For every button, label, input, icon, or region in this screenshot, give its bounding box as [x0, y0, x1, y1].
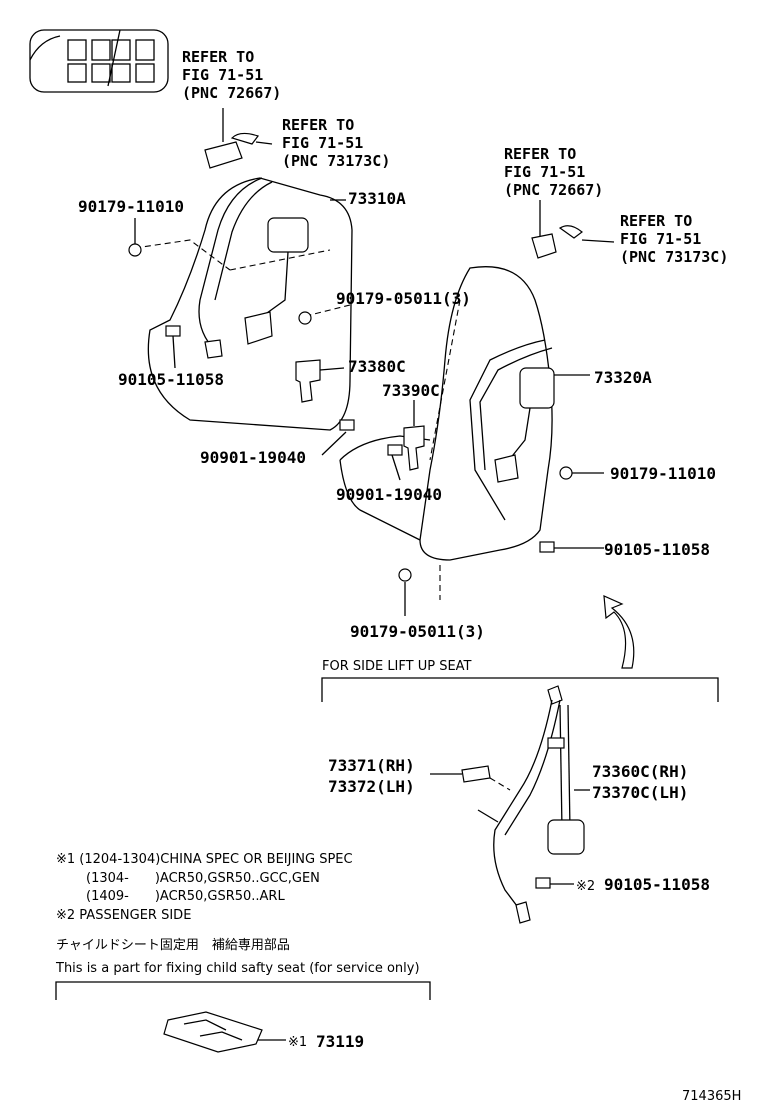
ref-line: FIG 71-51 [504, 163, 585, 181]
note-line: (1304- )ACR50,GSR50..GCC,GEN [86, 871, 320, 886]
ref-line: (PNC 73173C) [282, 152, 390, 170]
bolt-icon [387, 444, 403, 456]
ref-line: (PNC 73173C) [620, 248, 728, 266]
retractor-icon [267, 217, 309, 253]
section-bracket [321, 677, 719, 702]
anchor-plate-icon [244, 311, 273, 345]
part-label-90105-11058: 90105-11058 [118, 370, 224, 389]
ref-line: (PNC 72667) [504, 181, 603, 199]
right-seat-illustration [339, 200, 615, 616]
left-seat-illustration [128, 108, 355, 456]
section-title-jp: チャイルドシート固定用 補給専用部品 [56, 938, 290, 953]
top-cover-icon [531, 233, 557, 259]
ref-line: (PNC 72667) [182, 84, 281, 102]
nut-icon [128, 243, 142, 257]
ref-line: FIG 71-51 [282, 134, 363, 152]
part-label-73360C: 73360C(RH) [592, 762, 688, 781]
refer-to-label-4: REFER TO FIG 71-51 (PNC 73173C) [620, 212, 728, 266]
part-label-90179-05011: 90179-05011(3) [336, 289, 471, 308]
part-label-73371: 73371(RH) [328, 756, 415, 775]
note-line: (1409- )ACR50,GSR50..ARL [86, 889, 285, 904]
vehicle-locator-icon [29, 29, 169, 93]
section-bracket [55, 981, 431, 1000]
part-label-73320A: 73320A [594, 368, 652, 387]
ref-line: REFER TO [282, 116, 354, 134]
ref-line: REFER TO [504, 145, 576, 163]
bolt-icon [165, 325, 181, 337]
ref-line: REFER TO [182, 48, 254, 66]
child-seat-bracket-icon [163, 1011, 286, 1053]
refer-to-label-3: REFER TO FIG 71-51 (PNC 72667) [504, 145, 603, 199]
anchor-plate-icon [494, 454, 519, 483]
cover-cap-icon [558, 225, 583, 239]
footnote-mark: ※1 [288, 1035, 307, 1050]
part-label-73119: 73119 [316, 1032, 364, 1051]
ref-line: FIG 71-51 [620, 230, 701, 248]
note-line: ※2 PASSENGER SIDE [56, 908, 191, 923]
bolt-icon [539, 541, 555, 553]
part-label-73372: 73372(LH) [328, 777, 415, 796]
nut-icon [559, 466, 573, 480]
bolt-icon [535, 877, 551, 889]
arrow-up-icon [603, 595, 635, 669]
section-title-side-lift: FOR SIDE LIFT UP SEAT [322, 659, 472, 674]
buckle-icon [295, 359, 321, 403]
figure-id: 714365H [682, 1089, 741, 1104]
part-label-90179-11010: 90179-11010 [78, 197, 184, 216]
part-label-73390C: 73390C [382, 381, 440, 400]
bolt-icon [339, 419, 355, 431]
refer-to-label-2: REFER TO FIG 71-51 (PNC 73173C) [282, 116, 390, 170]
tongue-plate-icon [461, 765, 491, 783]
part-label-90179-11010: 90179-11010 [610, 464, 716, 483]
part-label-90901-19040: 90901-19040 [200, 448, 306, 467]
side-lift-belt-illustration [430, 685, 590, 924]
part-label-73370C: 73370C(LH) [592, 783, 688, 802]
part-label-90105-11058: 90105-11058 [604, 875, 710, 894]
refer-to-label-1: REFER TO FIG 71-51 (PNC 72667) [182, 48, 281, 102]
part-label-73380C: 73380C [348, 357, 406, 376]
part-label-73310A: 73310A [348, 189, 406, 208]
buckle-icon [403, 425, 425, 471]
nut-icon [398, 568, 412, 582]
retractor-icon [519, 367, 555, 409]
top-cover-icon [204, 141, 243, 169]
nut-icon [298, 311, 312, 325]
part-label-90179-05011: 90179-05011(3) [350, 622, 485, 641]
retractor-icon [547, 819, 585, 855]
ref-line: REFER TO [620, 212, 692, 230]
part-label-90901-19040: 90901-19040 [336, 485, 442, 504]
cover-cap-icon [230, 132, 259, 145]
part-label-90105-11058: 90105-11058 [604, 540, 710, 559]
section-title-en: This is a part for fixing child safty se… [55, 961, 420, 976]
ref-line: FIG 71-51 [182, 66, 263, 84]
note-line: ※1 (1204-1304)CHINA SPEC OR BEIJING SPEC [56, 852, 353, 867]
footnote-mark: ※2 [576, 879, 595, 894]
